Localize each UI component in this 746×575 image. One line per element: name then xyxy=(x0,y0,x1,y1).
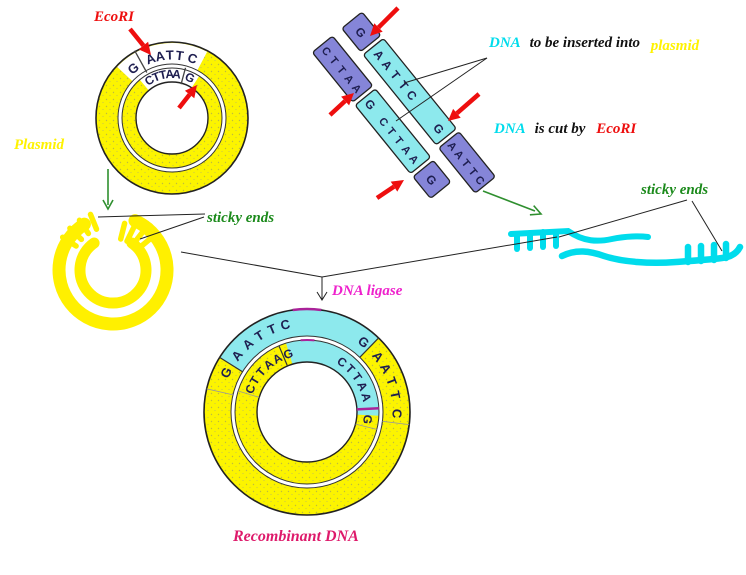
junction-boundaries xyxy=(206,388,410,430)
flank-segment xyxy=(312,36,373,102)
insert-arc-inner xyxy=(285,340,380,416)
sticky-ends-right-pointers xyxy=(558,199,723,252)
flank-segment xyxy=(342,12,381,52)
seq-letter: T xyxy=(166,47,175,62)
outline xyxy=(121,67,223,169)
ecoRI-cut-arrow xyxy=(128,27,151,55)
circular-plasmid: G A A T T C C T T A A G xyxy=(95,27,249,195)
sticky-ends-right-label: sticky ends xyxy=(640,182,708,198)
linear-bottom-strand xyxy=(558,240,744,266)
outline xyxy=(256,361,358,463)
outline xyxy=(95,41,249,195)
seq-letter: C xyxy=(389,409,404,419)
recomb-hole xyxy=(257,362,357,462)
plasmid-label: Plasmid xyxy=(14,137,65,153)
flank-segment xyxy=(413,160,451,198)
linear-dna xyxy=(508,227,744,266)
sequence-patch-inner xyxy=(138,65,201,93)
plasmid-hole xyxy=(136,82,208,154)
sequence-patch-outer xyxy=(117,43,208,83)
cut-caption: DNA is cut by EcoRI xyxy=(493,121,637,137)
sticky-ends-left-label: sticky ends xyxy=(206,210,274,226)
dna-word: DNA xyxy=(488,35,521,51)
seq-letter: T xyxy=(158,67,169,82)
insert-caption: DNA to be inserted into plasmid xyxy=(488,35,700,54)
outline xyxy=(230,335,384,489)
seq-letter: G xyxy=(360,414,375,425)
plasmid-word: plasmid xyxy=(649,38,700,54)
opened-plasmid xyxy=(52,211,174,331)
dna-fragment: G A A T T C G A A T T C C T T A A G C T … xyxy=(312,6,495,200)
seq-letter: C xyxy=(279,316,292,333)
outline xyxy=(135,81,209,155)
caption-text: to be inserted into xyxy=(530,35,640,51)
fragment-strand-a: G A A T T C G A A T T C xyxy=(342,12,495,193)
flow-arrow-plasmid xyxy=(102,169,114,211)
insert-segment xyxy=(363,38,456,145)
cut-site-arrows xyxy=(328,6,481,200)
seq-letter: A xyxy=(172,67,182,82)
opened-outer-ring xyxy=(52,217,174,331)
outline xyxy=(117,63,227,173)
recombinant-dna-label: Recombinant DNA xyxy=(232,528,359,545)
ecoRI-label: EcoRI xyxy=(93,9,135,25)
sticky-ends-left-pointers xyxy=(97,213,206,240)
recombinant-plasmid: G A A T T C G A A T T C C T T A A G C T … xyxy=(203,307,411,516)
insert-segment xyxy=(355,89,431,174)
flow-arrow-fragment xyxy=(482,190,543,216)
inner-cut-arrow xyxy=(177,85,197,110)
insert-pointer-lines xyxy=(395,57,488,122)
junction-lines xyxy=(219,337,380,373)
fragment-strand-b: C T T A A G C T T A A G xyxy=(312,36,451,198)
flank-segment xyxy=(439,132,495,193)
sticky-teeth-left xyxy=(59,211,100,249)
seq-letter: T xyxy=(387,389,403,400)
sticky-teeth-right xyxy=(117,220,153,253)
seq-letter: A xyxy=(358,391,374,403)
ligation-marks xyxy=(292,307,379,411)
caption-text: is cut by xyxy=(535,121,586,137)
seq-letter: T xyxy=(175,48,185,64)
dna-word: DNA xyxy=(493,121,526,137)
insert-arc-outer xyxy=(219,309,379,373)
linear-top-strand xyxy=(508,227,651,252)
ligase-connector xyxy=(180,236,558,301)
cut-line-inner xyxy=(180,67,187,85)
seq-letter: A xyxy=(165,67,175,81)
seq-letter: G xyxy=(282,346,295,362)
down-arrowhead xyxy=(316,291,328,301)
seq-letter: A xyxy=(154,48,167,65)
opened-inner-ring xyxy=(74,237,152,309)
dna-ligase-label: DNA ligase xyxy=(331,283,403,299)
ring-end-hook xyxy=(128,214,155,236)
cut-line-outer xyxy=(134,50,148,73)
ecoRI-word: EcoRI xyxy=(595,121,637,137)
